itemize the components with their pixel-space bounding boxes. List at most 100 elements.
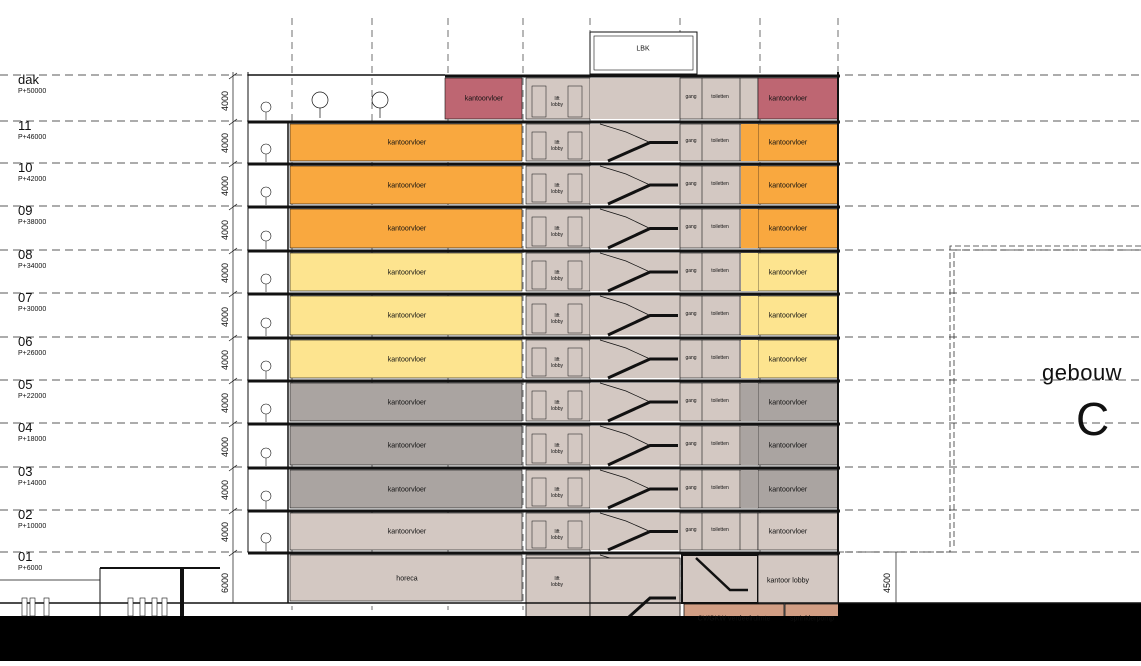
toilet-label-05: toiletten	[711, 397, 729, 404]
floor-07-east-block	[757, 295, 839, 336]
floor-dimension-02: 4000	[220, 521, 230, 542]
toilet-label-06: toiletten	[711, 354, 729, 361]
person-figure-0	[21, 597, 28, 617]
lift-lobby-label-11: lift lobby	[551, 140, 563, 152]
floor-dak-west-block	[444, 77, 523, 120]
floor-program-east-dak: kantoorvloer	[768, 95, 808, 103]
floor-dak-lift	[525, 77, 591, 120]
floor-10-east-block	[757, 165, 839, 205]
floor-04-lift	[525, 425, 591, 466]
dimension-tick-0	[228, 72, 238, 80]
floor-level-04: P+18000	[18, 436, 47, 443]
floor-program-east-08: kantoorvloer	[768, 269, 808, 276]
floor-07-lift-door-a	[531, 303, 547, 334]
lbk-inner	[593, 35, 694, 71]
floor-10-lift-door-b	[567, 173, 583, 203]
floor-name-07: 07	[18, 290, 33, 305]
person-figure-5	[151, 597, 158, 617]
floor-06-east-strip	[741, 340, 758, 378]
floor-04-lift-door-b	[567, 433, 583, 464]
floor-level-01: P+6000	[18, 565, 43, 572]
balcony-tree-8	[260, 447, 272, 459]
floor-08-lift	[525, 252, 591, 292]
floor-07-lift-door-b	[567, 303, 583, 334]
floor-03-east-strip	[741, 470, 758, 508]
floor-05-lift-door-a	[531, 390, 547, 420]
dimension-tick-7	[228, 377, 238, 385]
ground-east	[838, 603, 1141, 616]
gang-label-02: gang	[685, 527, 697, 533]
floor-dimension-08: 4000	[220, 262, 230, 283]
floor-09-east-strip	[741, 209, 758, 248]
floor-11-stair-guide	[599, 123, 651, 143]
gang-label-04: gang	[685, 441, 697, 447]
gebouw-c-letter: C	[1076, 393, 1110, 445]
floor-11-east-block	[757, 123, 839, 162]
floor-level-02: P+10000	[18, 523, 47, 530]
lbk-box	[589, 31, 698, 75]
floor-level-dak: P+50000	[18, 88, 47, 95]
floor-name-06: 06	[18, 334, 33, 349]
floor-program-04: kantoorvloer	[387, 442, 427, 450]
floor-08-east-block	[757, 252, 839, 292]
roof-tree-1	[371, 91, 389, 109]
balcony-tree-10	[260, 532, 272, 544]
toilet-label-09: toiletten	[711, 224, 729, 230]
floor-level-06: P+26000	[18, 350, 47, 357]
balcony-tree-3	[260, 230, 272, 242]
lift-lobby-label-dak: lift lobby	[551, 96, 563, 108]
balcony-tree-2	[260, 186, 272, 198]
floor-06-lift-door-b	[567, 347, 583, 377]
floor-name-11: 11	[18, 118, 32, 133]
floor-level-10: P+42000	[18, 176, 47, 183]
floor-09-lift-door-b	[567, 216, 583, 247]
floor-name-08: 08	[18, 247, 33, 262]
dimension-tick-1	[228, 118, 238, 126]
toilet-label-07: toiletten	[711, 311, 729, 317]
floor-program-01: horeca	[396, 575, 418, 582]
floor-name-03: 03	[18, 464, 33, 479]
floor-program-03: kantoorvloer	[387, 486, 427, 493]
balcony-tree-7	[260, 403, 272, 415]
floor-program-east-07: kantoorvloer	[768, 312, 808, 320]
gang-label-05: gang	[685, 397, 697, 404]
floor-02-lift-door-b	[567, 520, 583, 549]
dimension-tick-10	[228, 507, 238, 515]
floor-name-09: 09	[18, 203, 33, 218]
gang-label-03: gang	[685, 484, 697, 491]
floor-dak-lift-door-a	[531, 85, 547, 118]
floor-10-lift	[525, 165, 591, 205]
floor-05-lift-door-b	[567, 390, 583, 420]
floor-name-04: 04	[18, 420, 33, 435]
floor-program-east-06: kantoorvloer	[768, 356, 808, 363]
toilet-label-03: toiletten	[711, 484, 729, 491]
floor-02-services	[679, 512, 759, 551]
floor-11-east-strip	[741, 124, 758, 161]
toilet-label-02: toiletten	[711, 527, 729, 533]
dimension-4500: 4500	[882, 572, 892, 593]
floor-08-west-block	[289, 252, 523, 292]
floor-program-east-10: kantoorvloer	[768, 182, 808, 189]
floor-04-east-strip	[741, 426, 758, 465]
balcony-tree-9	[260, 490, 272, 502]
floor-program-09: kantoorvloer	[387, 225, 427, 233]
lift-lobby-label-04: lift lobby	[551, 443, 563, 455]
gang-label-09: gang	[685, 224, 697, 230]
floor-program-10: kantoorvloer	[387, 182, 427, 189]
kantoor-lobby-label: kantoor lobby	[766, 577, 810, 585]
floor-05-west-block	[289, 382, 523, 422]
person-figure-3	[127, 597, 134, 617]
floor-01-west-block	[289, 554, 523, 602]
floor-07-stair-guide	[599, 295, 651, 316]
balcony-tree-6	[260, 360, 272, 372]
lift-lobby-label-03: lift lobby	[551, 486, 563, 499]
floor-08-lift-door-b	[567, 260, 583, 290]
floor-dimension-04: 4000	[220, 436, 230, 457]
floor-09-stair-guide	[599, 208, 651, 229]
floor-05-east-block	[757, 382, 839, 422]
floor-name-05: 05	[18, 377, 33, 392]
toilet-label-dak: toiletten	[711, 94, 729, 100]
floor-02-lift	[525, 512, 591, 551]
